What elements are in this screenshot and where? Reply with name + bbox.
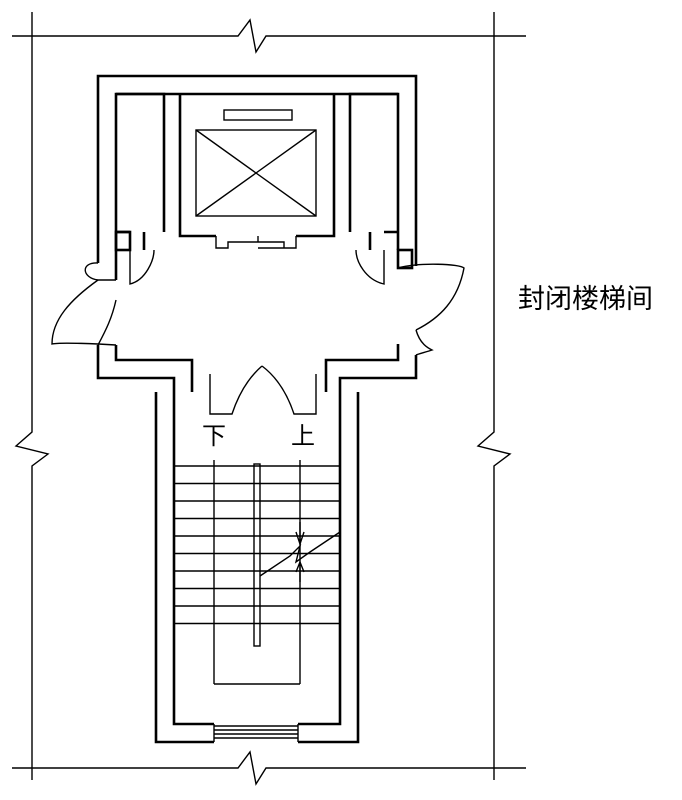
left-door-lower-arc bbox=[97, 299, 117, 346]
right-pilaster bbox=[348, 92, 398, 250]
left-door-upper-leaf bbox=[84, 262, 116, 281]
up-label: 上 bbox=[291, 422, 315, 450]
down-label: 下 bbox=[202, 422, 226, 450]
diagram-title: 封闭楼梯间 bbox=[518, 284, 653, 315]
stair-treads bbox=[174, 465, 340, 625]
elevator-counterweight bbox=[223, 109, 293, 121]
doors bbox=[51, 232, 465, 415]
stair-handrail bbox=[253, 463, 261, 647]
bottom-break-line bbox=[12, 750, 526, 786]
right-pilaster-end bbox=[396, 248, 414, 270]
right-door-lower-arc bbox=[415, 329, 434, 356]
elevator-car bbox=[195, 129, 317, 217]
left-pilaster bbox=[116, 92, 166, 250]
up-arrow bbox=[295, 522, 305, 547]
stair-enclosure-walls bbox=[154, 392, 360, 744]
right-door-upper-arc bbox=[397, 263, 465, 331]
up-arrow-lower bbox=[295, 560, 305, 582]
stair-break-line bbox=[259, 531, 341, 577]
front-room-inner-wall bbox=[114, 92, 400, 392]
right-pilaster-door bbox=[355, 249, 385, 285]
front-room-walls bbox=[96, 74, 418, 392]
right-break-line bbox=[476, 12, 512, 780]
left-door-arc bbox=[51, 279, 117, 346]
staircase bbox=[174, 460, 341, 685]
stair-window bbox=[213, 724, 299, 742]
boundary-lines bbox=[12, 12, 526, 786]
left-pilaster-door bbox=[129, 232, 155, 285]
stair-door-right-leaf bbox=[261, 365, 317, 415]
front-room-outer-wall bbox=[96, 74, 418, 392]
stair-inner-wall bbox=[172, 392, 342, 726]
elevator-shaft-wall bbox=[178, 94, 336, 238]
stair-outer-wall bbox=[154, 392, 360, 744]
elevator-car-cross-2 bbox=[195, 129, 317, 217]
stair-door-left-leaf bbox=[209, 365, 263, 415]
left-break-line bbox=[14, 12, 50, 780]
left-pilaster-end bbox=[114, 230, 132, 252]
elevator bbox=[178, 94, 336, 249]
elevator-door bbox=[215, 236, 297, 249]
top-break-line bbox=[12, 18, 526, 54]
